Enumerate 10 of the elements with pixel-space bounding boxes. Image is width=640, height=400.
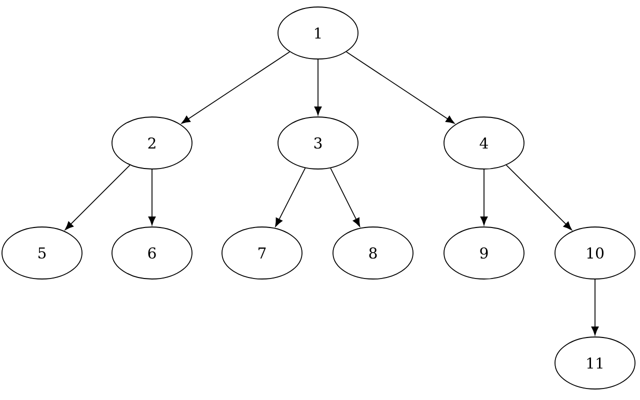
arrow — [275, 168, 306, 227]
arrow — [148, 169, 156, 226]
arrow — [591, 279, 599, 336]
arrow — [346, 51, 455, 124]
arrow — [506, 164, 572, 230]
arrow — [64, 164, 130, 230]
arrow — [181, 51, 290, 124]
arrow — [330, 168, 360, 227]
arrow — [480, 169, 488, 226]
arrow — [314, 59, 322, 116]
